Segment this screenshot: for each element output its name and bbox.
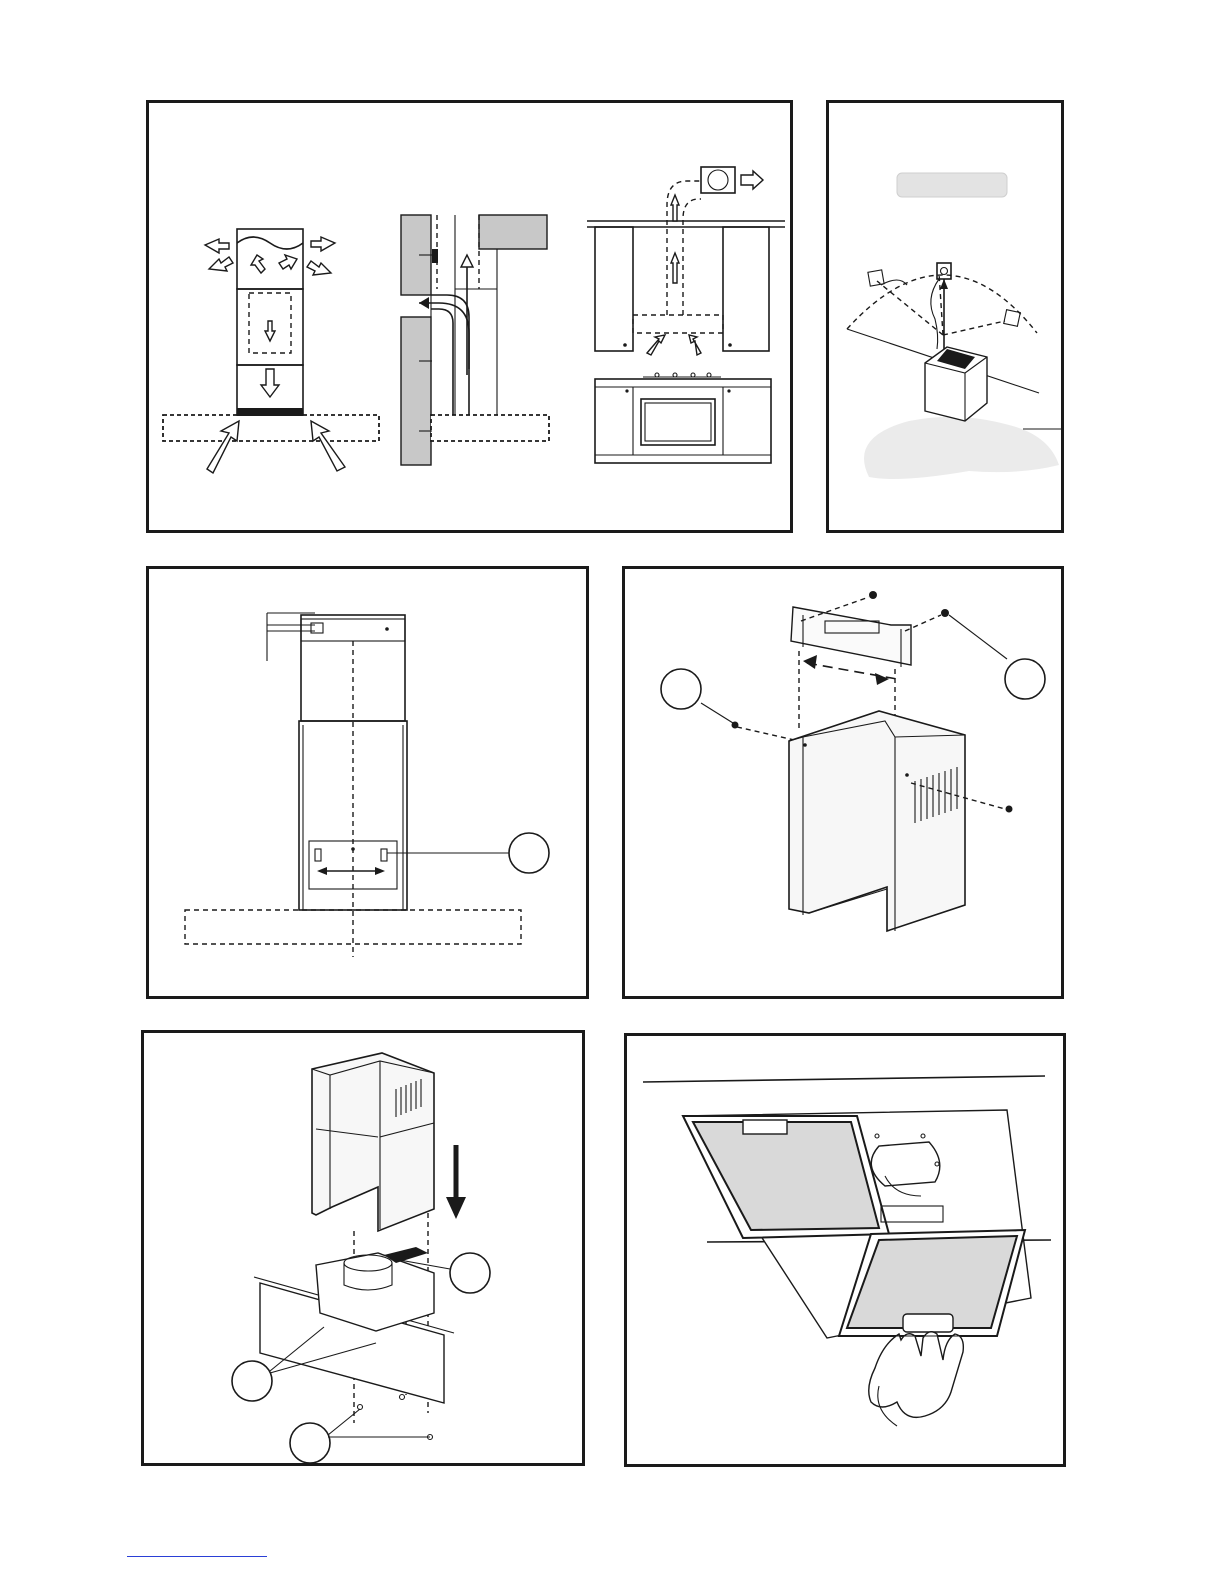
chimney-installation-drawing [144, 1033, 582, 1463]
electrical-connection-drawing [829, 103, 1061, 530]
label-placeholder [897, 173, 1007, 197]
mounting-layout-drawing [149, 569, 586, 996]
mounting-layout-figure [146, 566, 589, 999]
remote-blower-diagram [587, 167, 785, 463]
callout-circle [450, 1253, 490, 1293]
chimney-bracket-figure [622, 566, 1064, 999]
recirculation-diagram [163, 229, 379, 473]
callout-circle [290, 1423, 330, 1463]
ducted-wall-diagram [401, 215, 549, 465]
callout-circle [661, 669, 701, 709]
callout-circle [509, 833, 549, 873]
chimney-bracket-drawing [625, 569, 1061, 996]
grease-filter-drawing [627, 1036, 1063, 1464]
callout-circle [1005, 659, 1045, 699]
callout-circle [232, 1361, 272, 1401]
venting-options-drawing [149, 103, 790, 530]
electrical-connection-figure [826, 100, 1064, 533]
venting-options-figure [146, 100, 793, 533]
chimney-installation-figure [141, 1030, 585, 1466]
footer-underline [127, 1556, 267, 1557]
grease-filter-figure [624, 1033, 1066, 1467]
